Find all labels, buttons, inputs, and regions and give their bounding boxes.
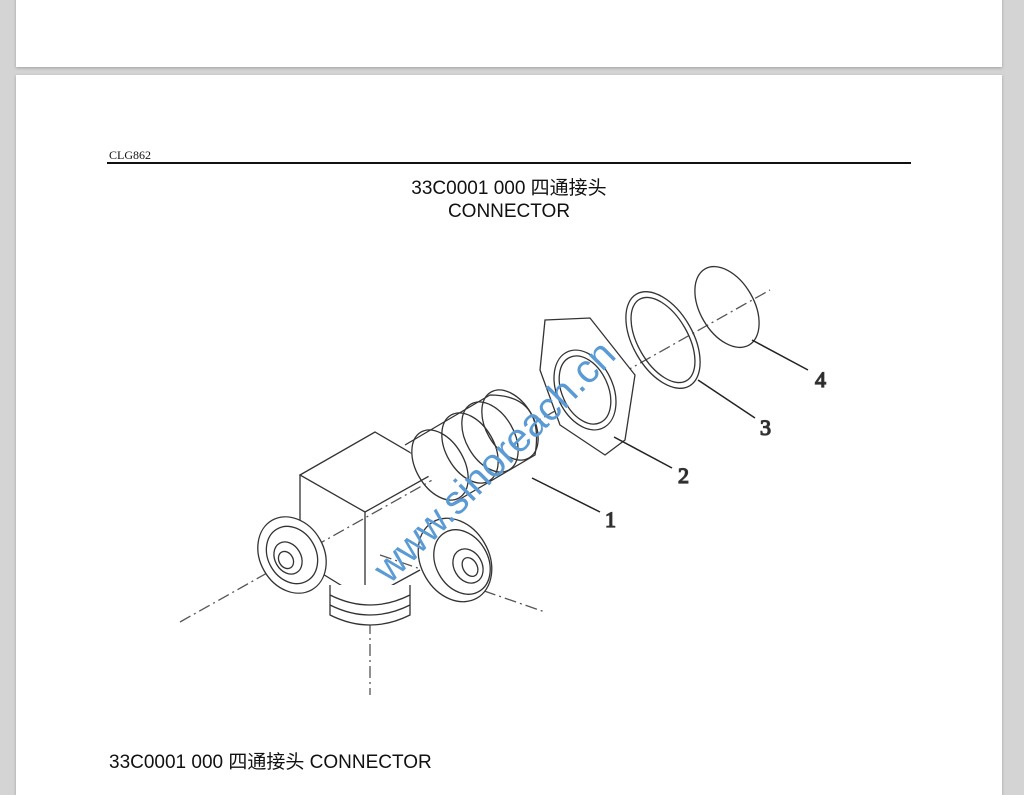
model-header: CLG862 bbox=[109, 148, 151, 162]
connector-body bbox=[257, 431, 493, 626]
figure-caption: 33C0001 000 四通接头 CONNECTOR bbox=[109, 752, 432, 773]
header-rule bbox=[107, 162, 911, 164]
part-4-o-ring bbox=[694, 265, 760, 349]
callout-2: 2 bbox=[678, 463, 689, 488]
callout-4: 4 bbox=[815, 367, 826, 392]
callout-3: 3 bbox=[760, 415, 771, 440]
document-page: CLG862 33C0001 000 四通接头 CONNECTOR bbox=[16, 75, 1002, 795]
part-2-nut bbox=[539, 317, 636, 456]
callout-1: 1 bbox=[605, 507, 616, 532]
part-1-fitting bbox=[404, 389, 539, 506]
part-subtitle: CONNECTOR bbox=[447, 201, 571, 222]
exploded-diagram: 1 2 3 4 bbox=[179, 265, 827, 695]
part-3-washer bbox=[625, 291, 701, 389]
previous-page bbox=[16, 0, 1002, 67]
leader-lines bbox=[531, 339, 809, 513]
part-title: 33C0001 000 四通接头 bbox=[411, 178, 607, 199]
